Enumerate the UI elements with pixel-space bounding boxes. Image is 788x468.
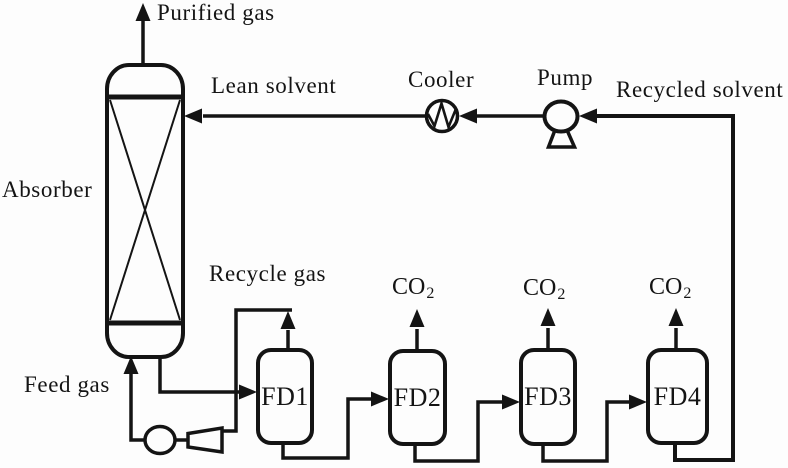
heat-exchanger-zigzag-icon [426, 99, 457, 131]
co2-arrowhead-fd3 [540, 308, 556, 326]
flow-arrowheads [123, 3, 684, 410]
recycled-solvent-line [596, 114, 735, 462]
fd4-inlet-arrowhead [629, 394, 647, 410]
cooler-symbol [424, 98, 460, 134]
co2-subscript: 2 [683, 285, 692, 302]
fd2-vessel [388, 349, 447, 446]
pump-inlet-arrowhead [579, 108, 597, 124]
co2-label-fd2: CO2 [392, 274, 435, 303]
fd3-label: FD3 [524, 382, 572, 411]
feed-gas-line [129, 373, 146, 442]
pump-body [542, 99, 580, 134]
co2-label-fd3: CO2 [523, 275, 566, 304]
stream-lines [129, 20, 735, 463]
purified-gas-arrowhead [135, 3, 151, 21]
fd3-to-fd4-line [541, 400, 632, 463]
purified-gas-label: Purified gas [157, 0, 275, 25]
co2-text: CO [649, 274, 683, 300]
fd1-inlet-arrowhead [239, 384, 257, 400]
compressor-body [186, 425, 224, 455]
fd3-inlet-arrowhead [502, 394, 520, 410]
fd2-label: FD2 [393, 382, 442, 412]
recycled-solvent-label: Recycled solvent [616, 77, 784, 102]
lean-solvent-arrowhead [184, 108, 202, 124]
recycle-gas-line [221, 308, 292, 433]
co2-arrowhead-fd4 [668, 308, 684, 326]
fd4-vessel [646, 348, 709, 445]
compressor-symbol [143, 424, 224, 456]
equipment-symbols [143, 98, 580, 456]
co2-text: CO [392, 274, 426, 300]
cooler-label: Cooler [408, 67, 475, 92]
co2-subscript: 2 [426, 285, 435, 302]
co2-text: CO [523, 275, 557, 301]
absorber-label: Absorber [2, 177, 93, 202]
feed-gas-arrowhead [123, 356, 139, 374]
co2-arrowhead-fd2 [409, 309, 425, 327]
pump-label: Pump [537, 65, 594, 90]
fd2-to-fd3-line [413, 400, 505, 463]
fd1-vessel [256, 348, 314, 445]
fd2-inlet-arrowhead [371, 391, 389, 407]
rich-solvent-line [158, 357, 241, 394]
co2-subscript: 2 [557, 286, 566, 303]
co2-label-fd4: CO2 [649, 274, 692, 303]
fd3-vessel [519, 348, 577, 446]
packing-x-pattern [109, 99, 181, 321]
vessels [105, 63, 709, 446]
compressor-drive-circle [143, 424, 177, 456]
fd4-label: FD4 [653, 381, 702, 411]
cooler-inlet-arrowhead [459, 108, 477, 124]
recycle-gas-arrowhead [280, 311, 296, 329]
feed-gas-label: Feed gas [24, 372, 110, 397]
lean-solvent-label: Lean solvent [211, 73, 337, 98]
fd1-to-fd2-line [281, 397, 374, 460]
fd1-label: FD1 [261, 381, 309, 411]
recycle-gas-label: Recycle gas [209, 261, 327, 286]
pump-symbol [542, 99, 580, 149]
